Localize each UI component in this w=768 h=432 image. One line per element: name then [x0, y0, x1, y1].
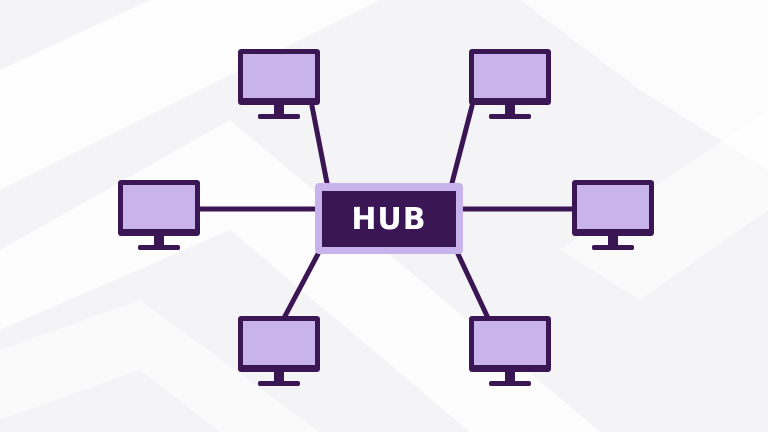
hub-label: HUB	[351, 201, 427, 237]
line-top-right	[449, 103, 475, 186]
line-bottom-right	[455, 251, 491, 321]
hub-box	[315, 183, 463, 254]
computer-bottom-left	[238, 316, 320, 386]
computer-right	[572, 180, 654, 250]
computer-top-left	[238, 49, 320, 119]
line-bottom-left	[281, 251, 321, 321]
computer-left	[118, 180, 200, 250]
connection-lines	[195, 103, 575, 321]
line-top-left	[309, 103, 330, 186]
computer-bottom-right	[469, 316, 551, 386]
computer-top-right	[469, 49, 551, 119]
